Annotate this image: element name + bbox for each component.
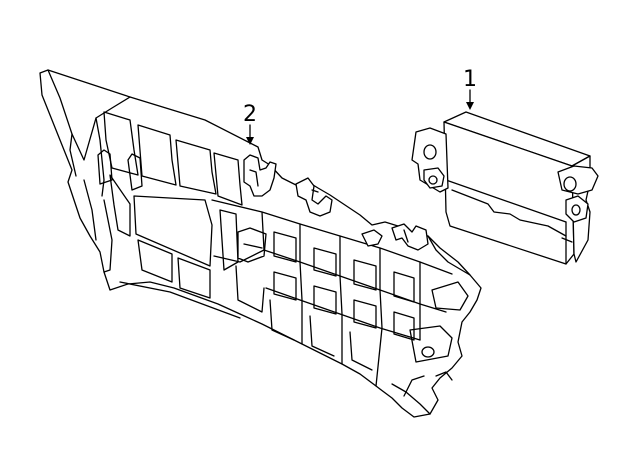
leader-arrow-1 [466, 89, 474, 110]
callout-label-2: 2 [243, 102, 257, 127]
mounting-bracket-part-2 [39, 69, 482, 418]
leader-arrow-2 [246, 124, 254, 145]
control-module-part-1 [411, 111, 599, 265]
callout-label-1: 1 [463, 67, 477, 92]
